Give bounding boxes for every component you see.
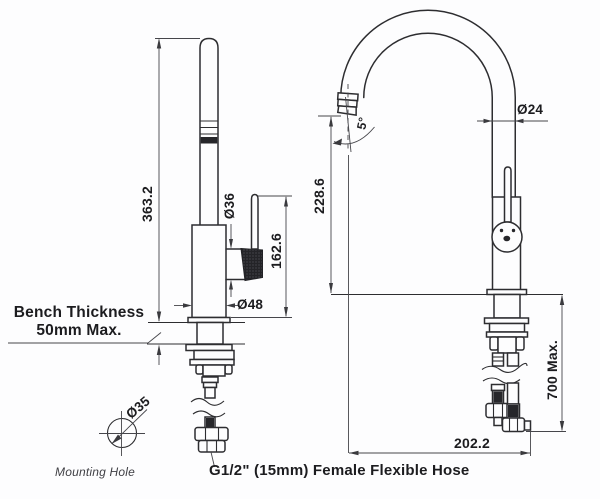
break-line bbox=[190, 397, 225, 406]
hex-nut bbox=[194, 426, 229, 442]
dim-hose-length-label: 700 Max. bbox=[544, 340, 560, 400]
break-line bbox=[481, 362, 528, 373]
outlet-angle-annotation bbox=[332, 84, 375, 153]
dim-reach-label: 202.2 bbox=[453, 435, 491, 451]
front-view bbox=[318, 9, 566, 456]
dim-outlet-height-label: 228.6 bbox=[311, 177, 327, 215]
mounting-hardware-front bbox=[481, 288, 532, 433]
lever-rod-side bbox=[250, 193, 259, 250]
bench-thickness-note-line1: Bench Thickness bbox=[13, 304, 145, 321]
dimension-lever-height bbox=[231, 195, 292, 318]
dimension-tube-diameter bbox=[477, 118, 548, 124]
side-view bbox=[8, 37, 292, 468]
break-line bbox=[192, 410, 226, 418]
bench-thickness-note: Bench Thickness 50mm Max. bbox=[8, 304, 150, 339]
spout-tube-side bbox=[199, 37, 219, 227]
flexible-hose-right bbox=[501, 382, 532, 433]
mounting-hole-label: Mounting Hole bbox=[55, 465, 135, 479]
hex-nut bbox=[197, 439, 226, 453]
dimension-knob-diameter bbox=[229, 224, 233, 297]
dimension-hose-length bbox=[526, 294, 566, 432]
flexible-hose-left bbox=[485, 383, 511, 427]
outlet-tip bbox=[336, 92, 359, 116]
mounting-hole-detail bbox=[99, 409, 148, 456]
dim-tube-diameter-label: Ø24 bbox=[517, 102, 544, 117]
dimension-reach bbox=[349, 430, 531, 456]
gooseneck-spout bbox=[340, 9, 516, 199]
dim-overall-height-label: 363.2 bbox=[139, 185, 155, 223]
dimension-base-diameter bbox=[174, 303, 239, 308]
knob-front bbox=[491, 221, 523, 253]
lever-rod-front bbox=[503, 166, 512, 223]
tube-dark-band bbox=[200, 137, 218, 144]
dimension-overall-height bbox=[155, 38, 200, 322]
bench-lines-side bbox=[147, 321, 245, 345]
hose-note: G1/2" (15mm) Female Flexible Hose bbox=[209, 462, 470, 479]
dim-base-diameter-label: Ø48 bbox=[237, 297, 264, 312]
mounting-hardware-side bbox=[185, 316, 235, 468]
knurled-knob-side bbox=[225, 247, 263, 282]
dimension-bench-thickness bbox=[8, 332, 162, 365]
dimension-outlet-height bbox=[318, 115, 341, 294]
body-side bbox=[191, 224, 227, 319]
dim-lever-height-label: 162.6 bbox=[268, 232, 284, 270]
dim-knob-diameter-label: Ø36 bbox=[222, 192, 237, 220]
bench-thickness-note-line2: 50mm Max. bbox=[36, 321, 122, 339]
